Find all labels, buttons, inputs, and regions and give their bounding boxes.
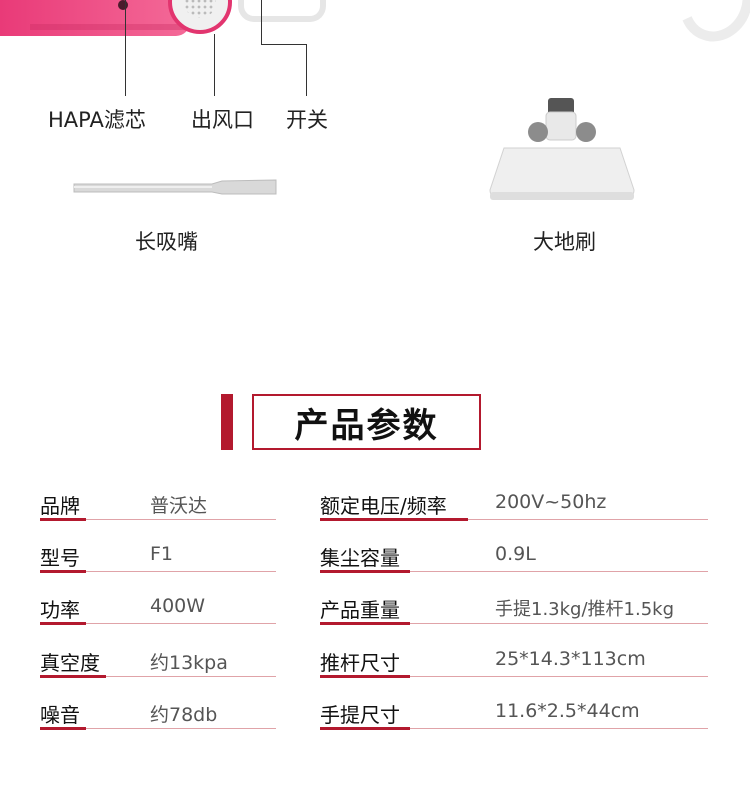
label-filter: HAPA滤芯 <box>48 108 146 132</box>
vacuum-body <box>0 0 190 36</box>
label-floor-brush: 大地刷 <box>533 230 596 254</box>
callout-line-filter <box>125 0 126 96</box>
spec-value: 200V~50hz <box>495 491 607 513</box>
callout-line-switch-horizontal <box>261 44 307 45</box>
spec-key: 推杆尺寸 <box>320 651 400 675</box>
vacuum-handle <box>238 0 326 22</box>
spec-value: F1 <box>150 543 174 565</box>
spec-value: 约78db <box>150 704 218 726</box>
spec-key: 噪音 <box>40 703 80 727</box>
spec-key: 型号 <box>40 546 80 570</box>
filter-indicator <box>118 0 128 10</box>
callout-line-switch-drop <box>306 44 307 96</box>
spec-row: 推杆尺寸 25*14.3*113cm <box>0 641 750 681</box>
callout-line-switch-vertical <box>261 0 262 44</box>
spec-row: 功率 400W <box>0 588 300 628</box>
spec-row: 产品重量 手提1.3kg/推杆1.5kg <box>0 588 750 628</box>
spec-value: 手提1.3kg/推杆1.5kg <box>495 599 675 620</box>
spec-key: 手提尺寸 <box>320 703 400 727</box>
spec-value: 25*14.3*113cm <box>495 648 646 670</box>
spec-key: 集尘容量 <box>320 546 400 570</box>
spec-row: 手提尺寸 11.6*2.5*44cm <box>0 693 750 733</box>
spec-row: 额定电压/频率 200V~50hz <box>0 484 750 524</box>
floor-brush-image <box>489 98 635 200</box>
callout-line-outlet <box>214 34 215 96</box>
spec-row: 噪音 约78db <box>0 693 300 733</box>
hook-image <box>668 0 750 52</box>
label-switch: 开关 <box>286 108 328 132</box>
title-accent-bar <box>221 394 233 450</box>
spec-value: 11.6*2.5*44cm <box>495 700 640 722</box>
label-crevice: 长吸嘴 <box>135 230 198 254</box>
spec-row: 品牌 普沃达 <box>0 484 300 524</box>
section-title: 产品参数 <box>252 394 481 450</box>
spec-row: 型号 F1 <box>0 536 300 576</box>
spec-key: 额定电压/频率 <box>320 494 447 518</box>
spec-value: 400W <box>150 595 206 617</box>
spec-key: 功率 <box>40 598 80 622</box>
label-outlet: 出风口 <box>191 108 254 132</box>
spec-value: 约13kpa <box>150 652 228 674</box>
spec-row: 集尘容量 0.9L <box>0 536 750 576</box>
spec-value: 普沃达 <box>150 495 208 517</box>
spec-key: 品牌 <box>40 494 80 518</box>
crevice-nozzle-image <box>73 179 277 195</box>
spec-key: 产品重量 <box>320 598 400 622</box>
spec-row: 真空度 约13kpa <box>0 641 300 681</box>
spec-value: 0.9L <box>495 543 536 565</box>
spec-key: 真空度 <box>40 651 100 675</box>
